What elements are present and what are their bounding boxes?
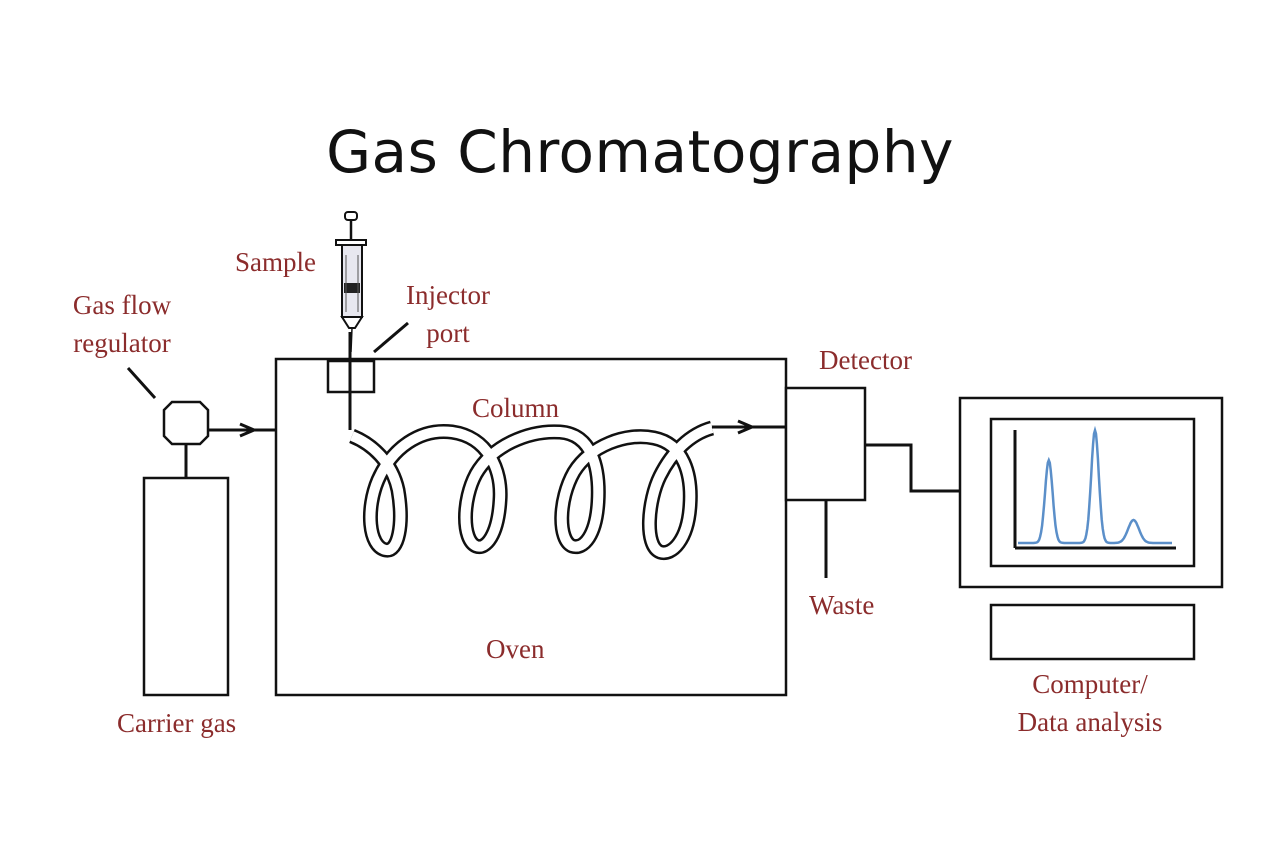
diagram-title: Gas Chromatography (326, 118, 954, 186)
syringe-icon (335, 211, 367, 353)
computer-label: Computer/ Data analysis (995, 665, 1185, 741)
detector-box (784, 386, 867, 502)
injector-pointer-line (373, 321, 409, 354)
gas-flow-regulator-label: Gas flow regulator (58, 286, 186, 362)
regulator-pointer-line (126, 366, 157, 400)
oven-label: Oven (486, 634, 545, 664)
sample-label: Sample (235, 247, 316, 277)
gas-flow-regulator (162, 400, 210, 446)
chromatogram-trace (1018, 425, 1172, 545)
injector-port-label-line2: port (426, 318, 470, 348)
detector-label: Detector (819, 345, 912, 375)
injector-port-label-line1: Injector (406, 280, 490, 310)
computer-label-line1: Computer/ (1032, 669, 1148, 699)
injector-port-label: Injector port (392, 276, 504, 352)
carrier-gas-label: Carrier gas (117, 708, 237, 738)
keyboard (989, 603, 1196, 661)
gas-flow-label-line2: regulator (73, 328, 171, 358)
computer-label-line2: Data analysis (1017, 707, 1163, 737)
flow-arrow-1 (239, 422, 258, 438)
gas-flow-label-line1: Gas flow (72, 290, 172, 320)
column-label: Column (472, 393, 560, 423)
column-coil (348, 420, 715, 561)
carrier-gas-cylinder (142, 476, 230, 697)
oven-box (274, 357, 788, 697)
detector-cable (865, 443, 960, 493)
waste-label: Waste (809, 590, 875, 620)
flow-arrow-3 (737, 419, 756, 435)
